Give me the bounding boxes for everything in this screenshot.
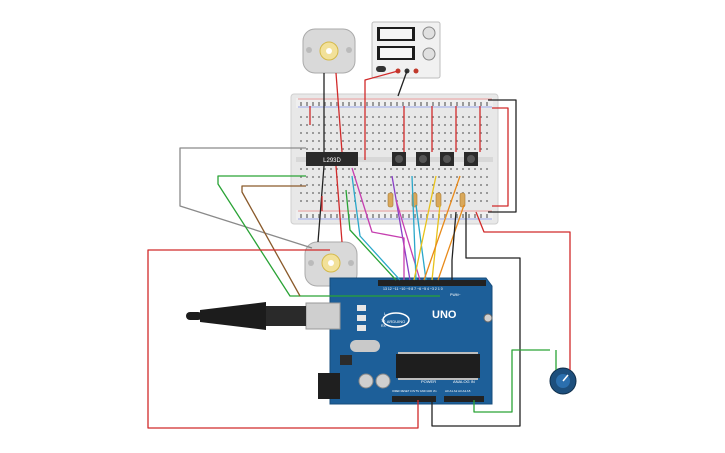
power-supply[interactable] (371, 21, 441, 79)
led-rx-label: RX (381, 324, 387, 328)
potentiometer[interactable] (549, 367, 577, 395)
breadboard-holes (300, 102, 488, 218)
board-model-label: UNO (432, 309, 457, 321)
led-l-label: L (384, 311, 387, 316)
dc-motor-top[interactable] (302, 28, 356, 74)
power-pin-labels: IOREF RESET 3.3V 5V GND GND Vin (392, 389, 437, 393)
analog-pin-labels: A0 A1 A2 A3 A4 A5 (445, 389, 471, 393)
power-header-label: POWER (421, 379, 436, 384)
push-buttons[interactable] (392, 152, 478, 166)
driver-chip-label: L293D (323, 158, 341, 164)
usb-cable[interactable] (186, 302, 341, 330)
l293d-driver-chip[interactable]: L293D (306, 152, 358, 166)
pwm-label: PWM~ (450, 293, 461, 297)
digital-pin-labels: 13 12 ~11 ~10 ~9 8 7 ~6 ~5 4 ~3 2 1 0 (383, 287, 443, 291)
dc-power-jack[interactable] (318, 373, 340, 399)
led-tx-label: TX (381, 319, 386, 323)
board-brand-label: ARDUINO (387, 319, 405, 324)
dc-motor-bottom[interactable] (304, 241, 358, 287)
wires[interactable] (147, 70, 571, 429)
arduino-uno-board[interactable]: UNO ARDUINO 13 12 ~11 ~10 ~9 8 7 ~6 ~5 4… (329, 277, 493, 405)
analog-in-label: ANALOG IN (453, 379, 475, 384)
